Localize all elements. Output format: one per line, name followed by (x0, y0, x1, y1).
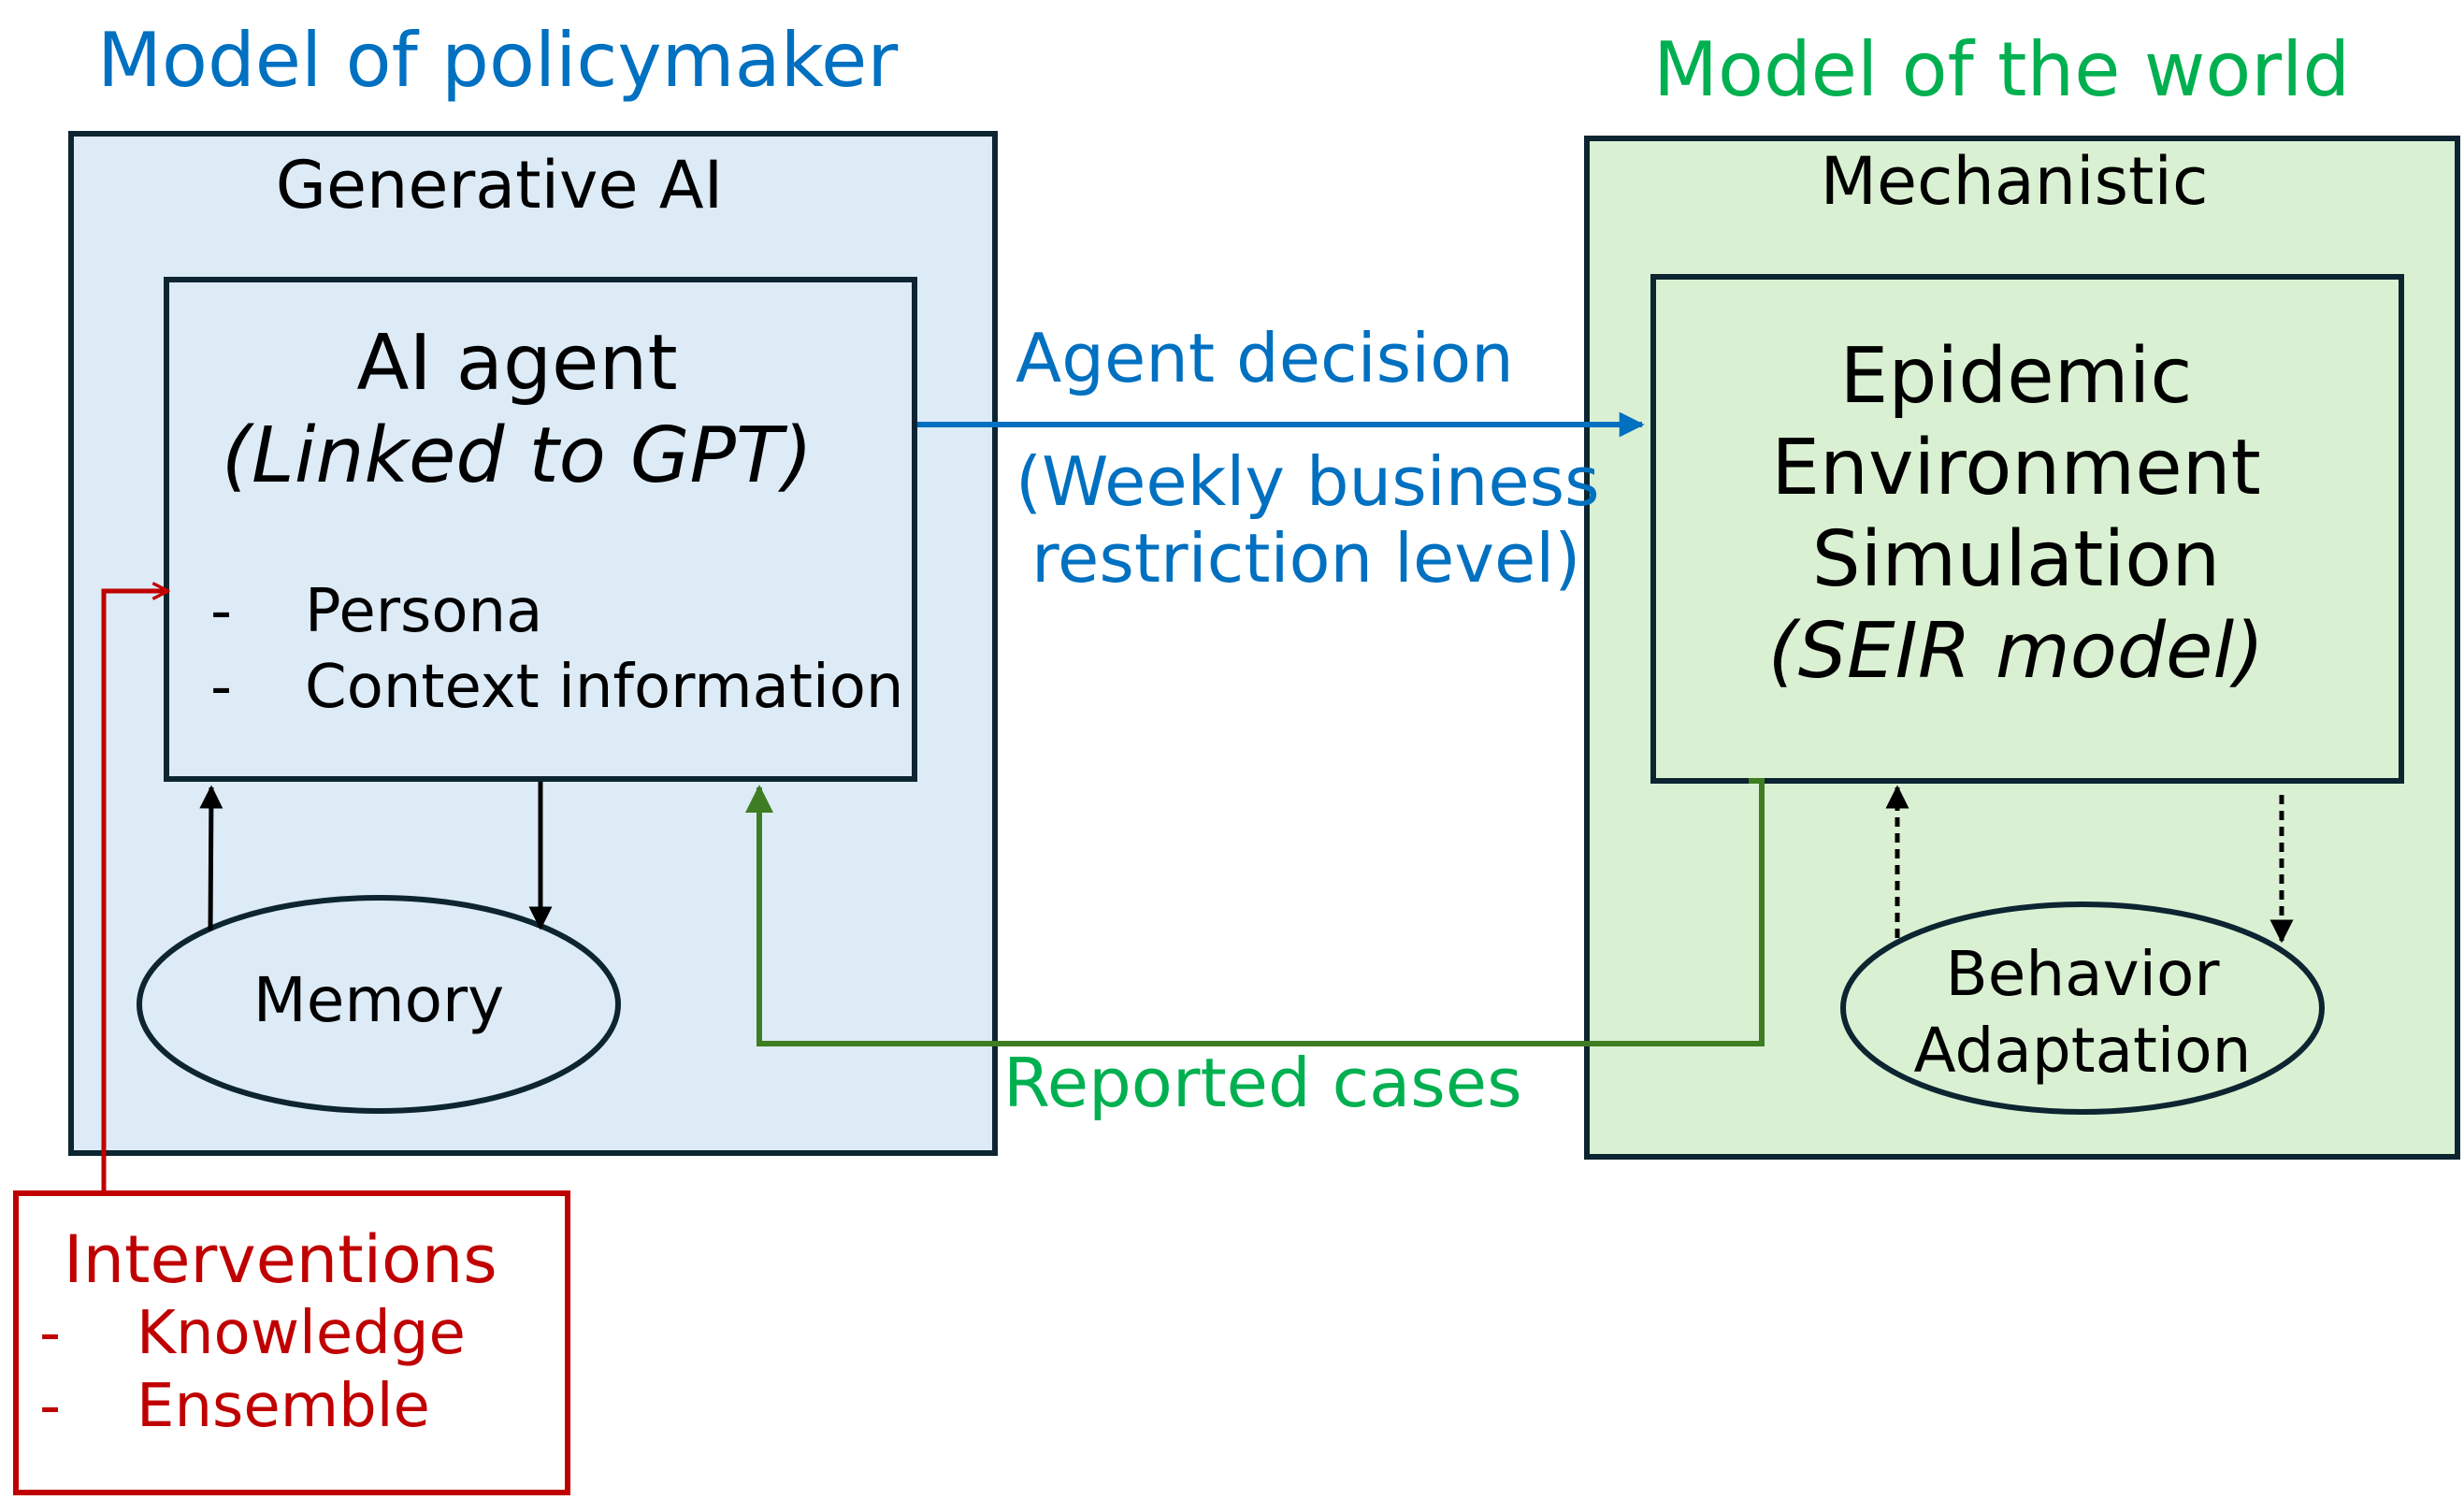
reported-cases-arrow (745, 778, 1765, 1046)
agent-item-bullet: - (210, 577, 232, 646)
behavior-adaptation-node[interactable] (1840, 901, 2325, 1115)
ai-agent-title: AI agent (356, 319, 677, 408)
intervention-item-knowledge: Knowledge (137, 1299, 466, 1368)
policymaker-section-title: Model of policymaker (97, 17, 898, 104)
agent-item-context: Context information (305, 653, 903, 722)
behavior-line-2: Adaptation (1914, 1015, 2252, 1087)
simulation-line-simulation: Simulation (1812, 515, 2221, 604)
agent-decision-label: Agent decision (1016, 319, 1514, 397)
decision-detail-line-2: restriction level) (1031, 519, 1580, 598)
simulation-line-environment: Environment (1771, 424, 2261, 512)
epidemic-simulation-box[interactable] (1650, 274, 2404, 784)
ai-agent-subtitle: (Linked to GPT) (222, 411, 813, 500)
simulation-line-epidemic: Epidemic (1840, 332, 2193, 421)
generative-ai-label: Generative AI (276, 147, 724, 224)
world-section-title: Model of the world (1653, 26, 2350, 113)
agent-item-persona: Persona (305, 577, 542, 646)
interventions-title: Interventions (64, 1221, 497, 1298)
behavior-line-1: Behavior (1945, 938, 2220, 1010)
mechanistic-label: Mechanistic (1821, 143, 2209, 220)
agent-decision-flow: Agent decision (Weekly business restrict… (917, 319, 1645, 598)
memory-to-agent-arrow (199, 785, 223, 931)
interventions-panel: Interventions - Knowledge - Ensemble (13, 591, 570, 1495)
memory-label: Memory (253, 964, 504, 1036)
intervention-bullet: - (39, 1299, 61, 1368)
reported-cases-flow: Reported cases (745, 778, 1765, 1122)
simulation-model-label: (SEIR model) (1768, 607, 2264, 696)
ai-agent-box[interactable] (164, 277, 917, 782)
decision-detail-line-1: (Weekly business (1016, 442, 1600, 521)
intervention-item-ensemble: Ensemble (137, 1372, 430, 1441)
memory-node[interactable] (137, 895, 621, 1114)
policymaker-panel: Generative AI AI agent (Linked to GPT) -… (68, 131, 998, 1156)
intervention-bullet: - (39, 1372, 61, 1441)
interventions-box[interactable] (13, 1190, 570, 1495)
world-panel: Mechanistic Epidemic Environment Simulat… (1584, 136, 2460, 1160)
reported-cases-label: Reported cases (1003, 1044, 1522, 1122)
intervention-arrow (101, 591, 168, 1191)
agent-item-bullet: - (210, 653, 232, 722)
